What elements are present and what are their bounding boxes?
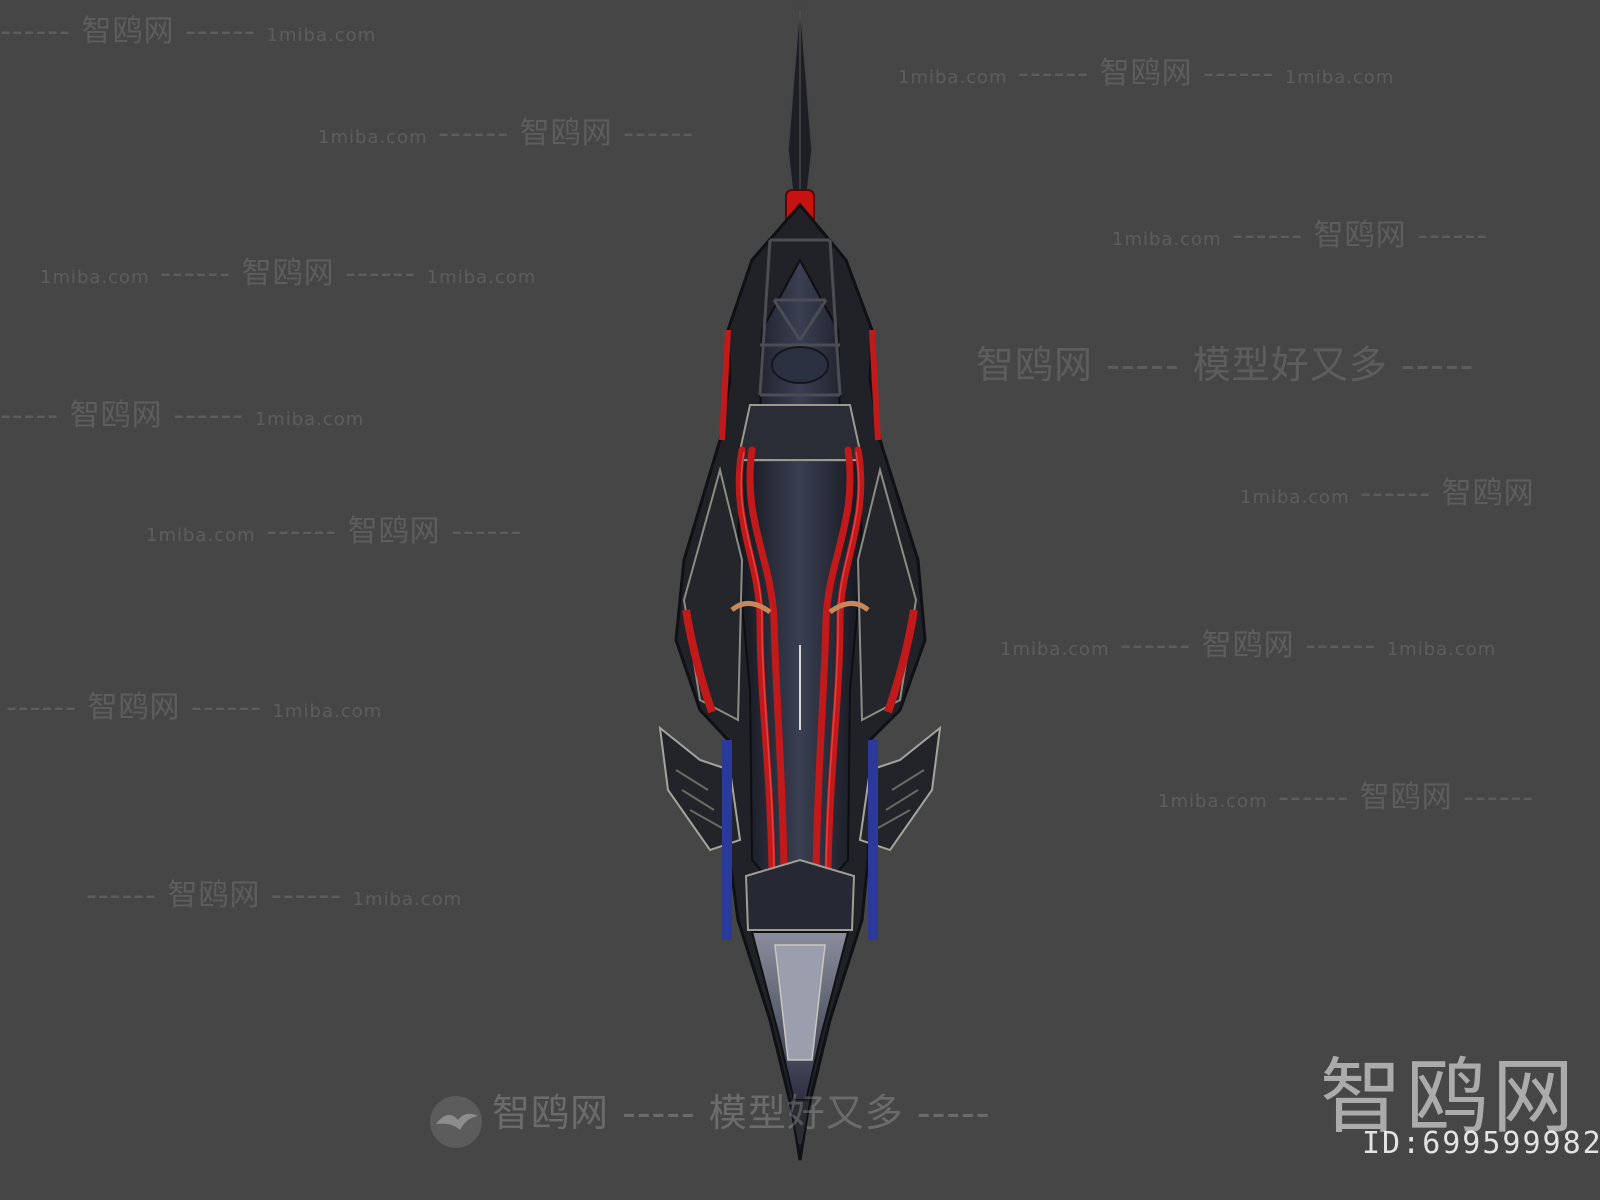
watermark-dash: ------ xyxy=(271,878,342,913)
left-rear-fin xyxy=(658,725,742,852)
watermark-site-name: 智鸥网 xyxy=(976,343,1094,387)
watermark-dash: ------ xyxy=(623,116,695,151)
left-copper-pipe xyxy=(730,601,772,615)
watermark-dash: ------ xyxy=(1463,780,1535,815)
watermark-row-slogan-bottom: 智鸥网 ----- 模型好又多 ----- xyxy=(492,1082,990,1137)
watermark-row-slogan-top: 智鸥网 ----- 模型好又多 ----- xyxy=(976,334,1474,389)
watermark-dash: ------ xyxy=(6,690,77,725)
rear-cone-plate xyxy=(774,944,826,1061)
cable-highlights xyxy=(740,451,860,869)
right-engine-strip xyxy=(868,740,878,940)
watermark-site-name: 智鸥网 xyxy=(69,398,163,433)
watermark-dash: ------ xyxy=(86,878,157,913)
watermark-dash: ------ xyxy=(1305,628,1377,663)
watermark-domain: 1miba.com xyxy=(254,409,365,430)
watermark-domain: 1miba.com xyxy=(1000,639,1110,660)
left-engine-strip xyxy=(722,740,732,940)
watermark-dash: ------ xyxy=(345,256,417,291)
watermark-row-7: 1miba.com ------ 智鸥网 xyxy=(1240,468,1535,512)
watermark-row-1: ------ 智鸥网 ------ 1miba.com xyxy=(0,6,376,50)
watermark-dash: ------ xyxy=(0,14,71,49)
watermark-domain: 1miba.com xyxy=(318,127,428,148)
watermark-site-name: 智鸥网 xyxy=(81,14,175,49)
watermark-row-2: 1miba.com ------ 智鸥网 ------ 1miba.com xyxy=(898,48,1394,92)
model-id-label: ID:699599982 xyxy=(1362,1126,1600,1161)
watermark-domain: 1miba.com xyxy=(352,889,463,910)
watermark-dash: ----- xyxy=(0,398,60,433)
red-cables xyxy=(735,446,865,874)
watermark-site-name: 智鸥网 xyxy=(241,256,335,291)
left-red-fin xyxy=(682,609,716,714)
watermark-dash: ------ xyxy=(1203,56,1275,91)
watermark-site-name: 智鸥网 xyxy=(167,878,261,913)
watermark-domain: 1miba.com xyxy=(1112,229,1222,250)
watermark-row-4: 1miba.com ------ 智鸥网 ------ xyxy=(1112,210,1488,254)
watermark-dash: ------ xyxy=(266,514,338,549)
watermark-dash: ----- xyxy=(1400,343,1475,387)
model-id-prefix: ID: xyxy=(1362,1126,1423,1161)
watermark-domain: 1miba.com xyxy=(40,267,150,288)
right-copper-pipe xyxy=(828,601,870,615)
watermark-row-6: ----- 智鸥网 ------ 1miba.com xyxy=(0,390,364,434)
tail-tip xyxy=(789,1099,811,1146)
watermark-row-3: 1miba.com ------ 智鸥网 ------ xyxy=(318,108,694,152)
watermark-dash: ------ xyxy=(1278,780,1350,815)
watermark-row-5: 1miba.com ------ 智鸥网 ------ 1miba.com xyxy=(40,248,536,292)
watermark-dash: ------ xyxy=(451,514,523,549)
watermark-row-10: ------ 智鸥网 ------ 1miba.com xyxy=(6,682,382,726)
watermark-site-name: 智鸥网 xyxy=(1359,780,1453,815)
brand-logo-text: 智鸥网 xyxy=(1320,1050,1579,1145)
watermark-dash: ------ xyxy=(1232,218,1304,253)
watermark-dash: ------ xyxy=(191,690,262,725)
watermark-site-name: 智鸥网 xyxy=(347,514,441,549)
watermark-slogan: 模型好又多 xyxy=(708,1091,904,1135)
watermark-row-8: 1miba.com ------ 智鸥网 ------ xyxy=(146,506,522,550)
watermark-dash: ------ xyxy=(1360,476,1432,511)
watermark-domain: 1miba.com xyxy=(1158,791,1268,812)
watermark-dash: ----- xyxy=(622,1091,696,1135)
fin-slats xyxy=(675,769,925,829)
watermark-site-name: 智鸥网 xyxy=(87,690,181,725)
watermark-domain: 1miba.com xyxy=(1386,639,1497,660)
watermark-row-9: 1miba.com ------ 智鸥网 ------ 1miba.com xyxy=(1000,620,1496,664)
watermark-dash: ----- xyxy=(916,1091,991,1135)
tail-block xyxy=(744,858,856,931)
watermark-site-name: 智鸥网 xyxy=(1441,476,1535,511)
watermark-domain: 1miba.com xyxy=(266,25,377,46)
watermark-slogan: 模型好又多 xyxy=(1192,343,1388,387)
right-rear-fin xyxy=(858,725,942,852)
mid-frame xyxy=(736,404,864,461)
watermark-dash: ------ xyxy=(160,256,232,291)
watermark-row-11: 1miba.com ------ 智鸥网 ------ xyxy=(1158,772,1534,816)
upper-drum xyxy=(771,346,829,384)
watermark-domain: 1miba.com xyxy=(1284,67,1395,88)
watermark-domain: 1miba.com xyxy=(146,525,256,546)
watermark-site-name: 智鸥网 xyxy=(519,116,613,151)
watermark-dash: ------ xyxy=(1018,56,1090,91)
watermark-site-name: 智鸥网 xyxy=(492,1091,610,1135)
right-red-fin xyxy=(884,609,918,714)
watermark-site-name: 智鸥网 xyxy=(1201,628,1295,663)
right-red-upper xyxy=(869,329,881,441)
watermark-domain: 1miba.com xyxy=(426,267,537,288)
watermark-row-12: ------ 智鸥网 ------ 1miba.com xyxy=(86,870,462,914)
watermark-dash: ----- xyxy=(1106,343,1180,387)
left-red-upper xyxy=(719,329,731,441)
watermark-domain: 1miba.com xyxy=(272,701,383,722)
seagull-icon xyxy=(430,1096,482,1148)
model-id-value: 699599982 xyxy=(1422,1126,1600,1161)
watermark-dash: ------ xyxy=(438,116,510,151)
watermark-domain: 1miba.com xyxy=(898,67,1008,88)
watermark-dash: ------ xyxy=(185,14,256,49)
watermark-domain: 1miba.com xyxy=(1240,487,1350,508)
watermark-site-name: 智鸥网 xyxy=(1313,218,1407,253)
watermark-site-name: 智鸥网 xyxy=(1099,56,1193,91)
watermark-dash: ------ xyxy=(1417,218,1489,253)
watermark-dash: ------ xyxy=(1120,628,1192,663)
watermark-dash: ------ xyxy=(173,398,245,433)
